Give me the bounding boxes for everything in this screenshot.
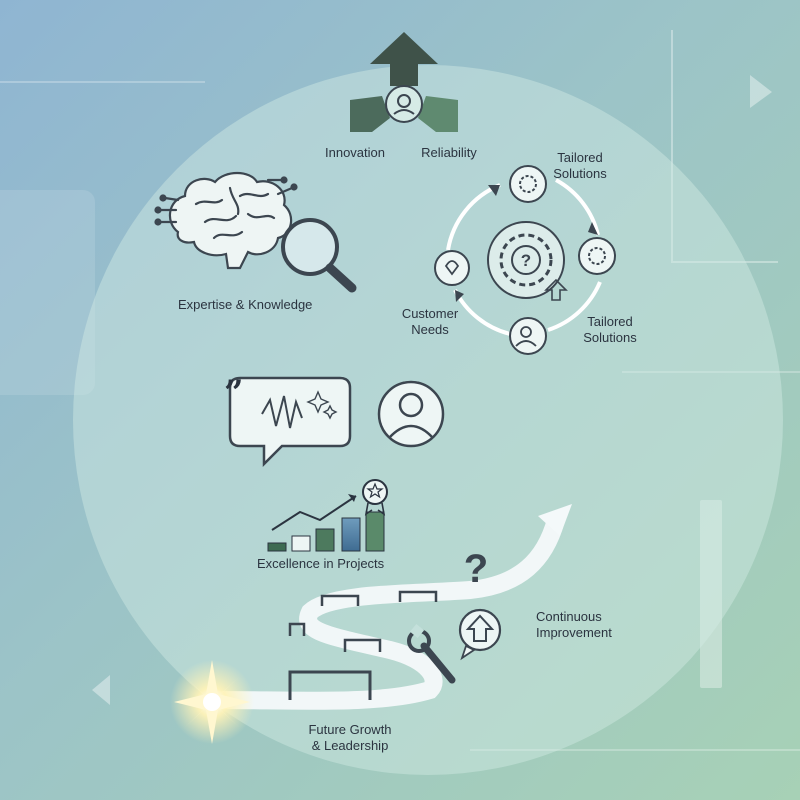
- customer-needs-label: Customer Needs: [401, 306, 459, 337]
- svg-text:?: ?: [521, 251, 531, 270]
- expertise-label: Expertise & Knowledge: [178, 297, 313, 312]
- person-icon: [377, 380, 445, 448]
- path-arrow-icon: [206, 504, 572, 710]
- spark-icon: [170, 660, 254, 744]
- question-icon: ?: [464, 547, 488, 591]
- wrench-icon: [407, 623, 456, 684]
- award-icon: [362, 479, 388, 516]
- svg-text:?: ?: [464, 547, 488, 591]
- reliability-label: Reliability: [421, 145, 477, 160]
- gear-cycle-icon: ?: [434, 165, 616, 355]
- svg-text:”: ”: [224, 373, 244, 413]
- innovation-label: Innovation: [325, 145, 385, 160]
- bar-chart-icon: [267, 494, 385, 552]
- tailored-solutions-right-label: Tailored Solutions: [583, 314, 637, 345]
- speech-bubble-icon: ”: [224, 373, 352, 468]
- improvement-bubble-icon: [458, 608, 502, 661]
- up-arrow-icon: [350, 32, 458, 132]
- magnifier-icon: [281, 218, 357, 293]
- tailored-solutions-top-label: Tailored Solutions: [553, 150, 607, 181]
- background-decor: [0, 30, 800, 751]
- brain-icon: [154, 171, 298, 270]
- continuous-improvement-label: Continuous Improvement: [536, 609, 612, 640]
- excellence-label: Excellence in Projects: [257, 556, 385, 571]
- future-growth-label: Future Growth & Leadership: [308, 722, 392, 753]
